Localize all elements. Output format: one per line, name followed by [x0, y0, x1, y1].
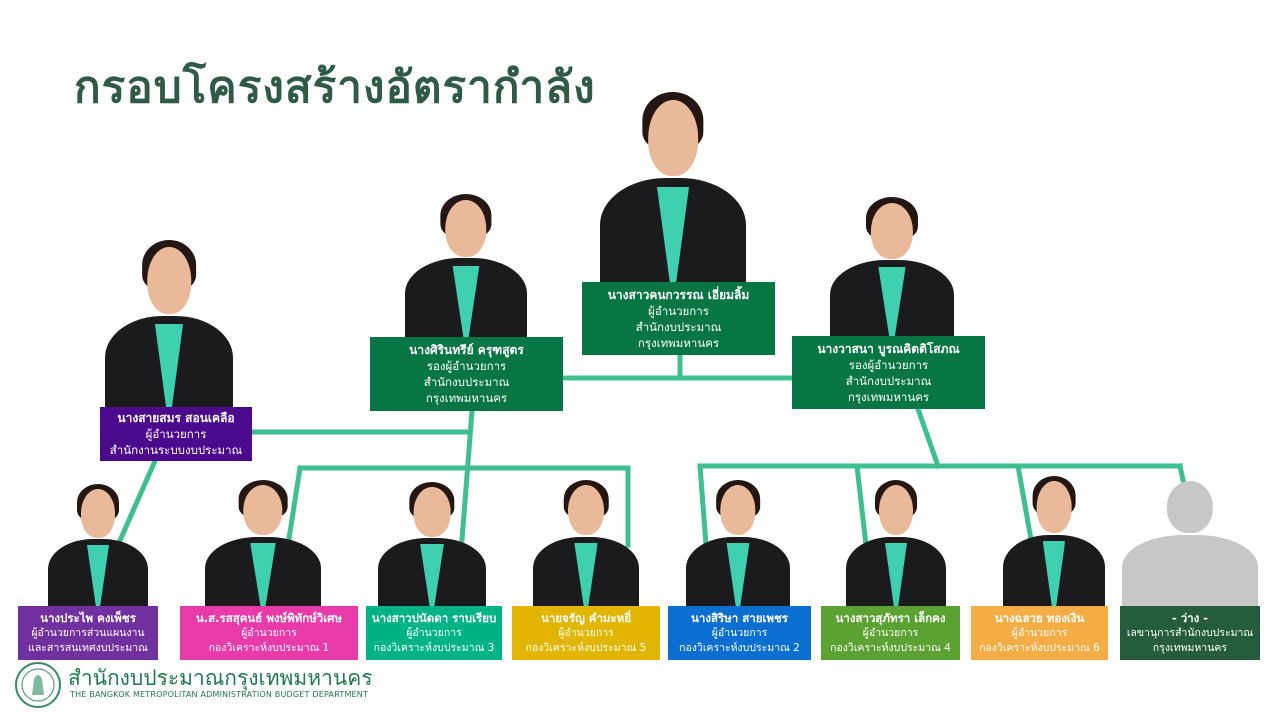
position: สำนักงบประมาณ: [423, 375, 510, 389]
name: นางสายสมร สอนเคลือ: [117, 411, 235, 425]
connector: [459, 408, 475, 543]
position: กองวิเคราะห์งบประมาณ 5: [525, 641, 647, 654]
position: เลขานุการสำนักงบประมาณ: [1126, 626, 1254, 639]
page-title: กรอบโครงสร้างอัตรากำลัง: [74, 62, 596, 113]
position: ผู้อำนวยการ: [1011, 626, 1068, 639]
name: นางวาสนา บูรณคิตติโสภณ: [817, 341, 960, 356]
bma-seal-logo-icon: [15, 662, 61, 708]
staff-box: นางสาวปนัดดา ราบเรียบ ผู้อำนวยการ กองวิเ…: [366, 606, 502, 660]
name: - ว่าง -: [1171, 610, 1209, 625]
org-name-thai: สำนักงบประมาณกรุงเทพมหานคร: [68, 666, 373, 690]
system-director-box: นางสายสมร สอนเคลือ ผู้อำนวยการ สำนักงานร…: [100, 407, 252, 461]
connector: [285, 465, 303, 548]
staff-photo: [1003, 476, 1105, 606]
name: นางสาวสุภัทรา เล็กคง: [835, 610, 946, 625]
position: กองวิเคราะห์งบประมาณ 6: [979, 641, 1100, 654]
staff-photo: [205, 480, 321, 606]
deputy-box: นางวาสนา บูรณคิตติโสภณ รองผู้อำนวยการ สำ…: [792, 336, 985, 409]
staff-box: น.ส.รสสุคนธ์ พงษ์พิทักษ์วิเศษ ผู้อำนวยกา…: [180, 606, 358, 660]
position: กองวิเคราะห์งบประมาณ 3: [373, 641, 495, 654]
staff-photo: [48, 484, 148, 606]
staff-box: นางฉลวย ทองเงิน ผู้อำนวยการ กองวิเคราะห์…: [971, 606, 1108, 660]
position: กรุงเทพมหานคร: [847, 389, 930, 404]
connector: [854, 463, 869, 548]
name: นางศิรินทรีย์ ครุฑสูตร: [409, 343, 524, 357]
position: ผู้อำนวยการ: [711, 626, 768, 639]
position: สำนักงานระบบงบประมาณ: [109, 443, 243, 457]
deputy-1-photo: [405, 194, 527, 337]
staff-box: นางสาวสุภัทรา เล็กคง ผู้อำนวยการ กองวิเค…: [821, 606, 960, 660]
connector: [1015, 463, 1035, 548]
position: สำนักงบประมาณ: [635, 319, 722, 334]
name: นายจรัญ คำมะหยี่: [540, 610, 631, 625]
staff-photo: [533, 480, 639, 606]
position: กองวิเคราะห์งบประมาณ 4: [830, 641, 951, 654]
name: นางประไพ คงเพ็ชร: [40, 610, 136, 625]
connector: [914, 405, 942, 470]
position: สำนักงบประมาณ: [845, 373, 932, 388]
director-box: นางสาวคนกวรรณ เอี่ยมลิ้ม ผู้อำนวยการ สำน…: [582, 282, 775, 355]
position: ผู้อำนวยการส่วนแผนงาน: [31, 626, 145, 639]
staff-photo: [846, 480, 946, 606]
position: กองวิเคราะห์งบประมาณ 2: [679, 641, 800, 654]
name: นางสิริษา สายเพชร: [691, 610, 788, 625]
connector: [114, 457, 159, 549]
deputy-box: นางศิรินทรีย์ ครุฑสูตร รองผู้อำนวยการ สำ…: [370, 337, 563, 411]
name: นางสาวปนัดดา ราบเรียบ: [371, 610, 497, 625]
position: กรุงเทพมหานคร: [425, 391, 508, 405]
position: ผู้อำนวยการ: [406, 626, 462, 639]
system-director-photo: [105, 240, 233, 408]
position: ผู้อำนวยการ: [862, 626, 919, 639]
position: กรุงเทพมหานคร: [1152, 641, 1228, 654]
staff-photo: [686, 480, 790, 606]
deputy-2-photo: [830, 197, 954, 337]
position: รองผู้อำนวยการ: [848, 357, 929, 372]
position: กองวิเคราะห์งบประมาณ 1: [208, 641, 330, 654]
position: ผู้อำนวยการ: [241, 626, 297, 639]
staff-box: นายจรัญ คำมะหยี่ ผู้อำนวยการ กองวิเคราะห…: [512, 606, 660, 660]
name: นางสาวคนกวรรณ เอี่ยมลิ้ม: [607, 287, 750, 302]
position: และสารสนเทศงบประมาณ: [28, 641, 148, 654]
name: นางฉลวย ทองเงิน: [994, 610, 1085, 625]
connector: [697, 463, 709, 548]
vacant-silhouette-photo: [1122, 476, 1258, 606]
connector: [1177, 463, 1186, 483]
position: ผู้อำนวยการ: [648, 303, 709, 318]
org-name-english: THE BANGKOK METROPOLITAN ADMINISTRATION …: [70, 690, 369, 699]
position: รองผู้อำนวยการ: [426, 359, 507, 373]
name: น.ส.รสสุคนธ์ พงษ์พิทักษ์วิเศษ: [195, 610, 343, 625]
staff-box-vacant: - ว่าง - เลขานุการสำนักงบประมาณ กรุงเทพม…: [1120, 606, 1260, 660]
director-photo: [600, 92, 746, 282]
staff-photo: [378, 482, 486, 606]
position: ผู้อำนวยการ: [145, 427, 207, 441]
position: กรุงเทพมหานคร: [637, 335, 720, 350]
staff-box: นางประไพ คงเพ็ชร ผู้อำนวยการส่วนแผนงาน แ…: [18, 606, 158, 660]
position: ผู้อำนวยการ: [558, 626, 614, 639]
staff-box: นางสิริษา สายเพชร ผู้อำนวยการ กองวิเคราะ…: [668, 606, 811, 660]
